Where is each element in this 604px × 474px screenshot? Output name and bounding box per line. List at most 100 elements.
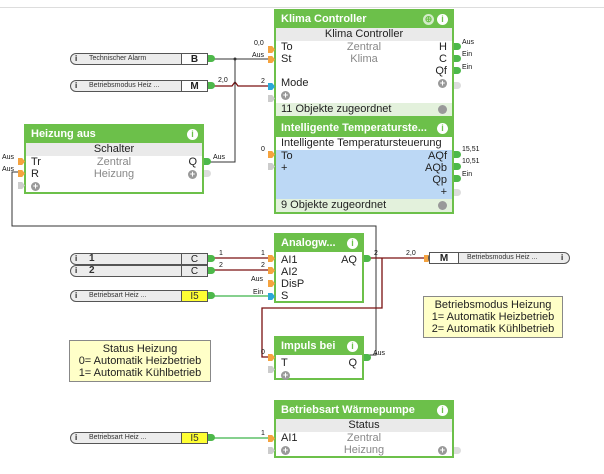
temperature-control-block[interactable]: Intelligente Temperaturste...i Intellige… (274, 118, 454, 214)
move-icon[interactable]: ⊕ (423, 14, 434, 25)
output-q: Q (348, 357, 357, 369)
block-title: Klima Controller (281, 13, 367, 25)
output-qf: Qf (435, 65, 447, 77)
pin-disp[interactable] (268, 280, 275, 287)
object-betriebsmodus[interactable]: i Betriebsmodus Heiz ... M (70, 80, 208, 92)
add-input-icon[interactable]: + (31, 181, 40, 191)
pin-qf[interactable] (454, 67, 461, 74)
info-icon[interactable]: i (75, 254, 78, 263)
note-line: 1= Automatik Heizbetrieb (431, 311, 555, 323)
object-constant-1[interactable]: i 1 C (70, 253, 208, 265)
pin-ai2[interactable] (268, 267, 275, 274)
add-input[interactable]: + (281, 162, 288, 174)
pin-q[interactable] (364, 354, 371, 361)
note-betriebsmodus[interactable]: Betriebsmodus Heizung 1= Automatik Heizb… (423, 296, 563, 338)
pin-t[interactable] (268, 354, 275, 361)
object-technischer-alarm[interactable]: i Technischer Alarm B (70, 53, 208, 65)
value-label: Ein (462, 51, 473, 58)
klima-controller-block[interactable]: Klima Controller ⊕ i Klima Controller To… (274, 9, 454, 118)
pin-aqb[interactable] (454, 163, 461, 170)
pin-in[interactable] (424, 255, 431, 262)
center-label: Heizung (93, 168, 135, 180)
info-icon[interactable]: i (75, 433, 78, 442)
info-icon[interactable]: i (75, 54, 78, 63)
value-label: Ein (462, 64, 473, 71)
pin-empty[interactable] (454, 189, 461, 196)
info-icon[interactable]: i (187, 129, 198, 140)
pin-out[interactable] (208, 82, 215, 89)
gear-icon[interactable] (438, 105, 447, 114)
pin-out[interactable] (208, 434, 215, 441)
pin-empty[interactable] (204, 170, 211, 177)
info-icon[interactable]: i (437, 405, 448, 416)
pin-to[interactable] (268, 151, 275, 158)
gear-icon[interactable] (438, 201, 447, 210)
pin-empty[interactable] (18, 182, 25, 189)
info-icon[interactable]: i (347, 341, 358, 352)
pin-empty[interactable] (268, 447, 275, 454)
pin-out[interactable] (208, 292, 215, 299)
pin-out[interactable] (208, 55, 215, 62)
add-output-icon[interactable]: + (438, 445, 447, 455)
pin-tr[interactable] (18, 158, 25, 165)
object-betriebsart-1[interactable]: i Betriebsart Heiz ... I5 (70, 290, 208, 302)
pin-qp[interactable] (454, 175, 461, 182)
input-ai1: AI1 (281, 432, 298, 444)
block-footer: 11 Objekte zugeordnet (281, 103, 392, 115)
pin-r[interactable] (18, 170, 25, 177)
value-label: 1 (261, 430, 265, 437)
value-label: 15,51 (462, 146, 480, 153)
pin-s[interactable] (268, 293, 275, 300)
add-output[interactable]: + (440, 186, 447, 198)
pin-aqf[interactable] (454, 151, 461, 158)
pin-ai1[interactable] (268, 435, 275, 442)
pin-out[interactable] (208, 267, 215, 274)
note-status-heizung[interactable]: Status Heizung 0= Automatik Heizbetrieb … (69, 340, 211, 382)
value-label: 2,0 (218, 77, 228, 84)
input-mode: Mode (281, 77, 309, 89)
block-subtitle: Klima Controller (276, 28, 452, 41)
info-icon[interactable]: i (75, 81, 78, 90)
info-icon[interactable]: i (561, 253, 564, 262)
object-name: Betriebsmodus Heiz ... (467, 254, 538, 261)
add-output-icon[interactable]: + (438, 78, 447, 88)
add-input-icon[interactable]: + (281, 445, 290, 455)
value-label: Ein (253, 289, 264, 296)
pin-aq[interactable] (364, 255, 371, 262)
pin-empty[interactable] (268, 366, 275, 373)
object-type: C (181, 253, 208, 265)
pin-st[interactable] (268, 56, 275, 63)
pin-ai1[interactable] (268, 255, 275, 262)
info-icon[interactable]: i (75, 291, 78, 300)
pin-q[interactable] (204, 158, 211, 165)
pin-empty[interactable] (268, 95, 275, 102)
pin-empty[interactable] (454, 447, 461, 454)
object-betriebsmodus-out[interactable]: M Betriebsmodus Heiz ... i (428, 252, 570, 264)
wire-heizung-q (207, 59, 236, 163)
center-label: Zentral (346, 41, 382, 53)
value-label: 2 (219, 262, 223, 269)
object-name: Technischer Alarm (89, 55, 147, 62)
info-icon[interactable]: i (347, 238, 358, 249)
info-icon[interactable]: i (75, 266, 78, 275)
object-constant-2[interactable]: i 2 C (70, 265, 208, 277)
pin-empty[interactable] (268, 163, 275, 170)
info-icon[interactable]: i (437, 123, 448, 134)
value-label: 0 (261, 349, 265, 356)
output-aq: AQ (341, 254, 357, 266)
pin-empty[interactable] (454, 82, 461, 89)
info-icon[interactable]: i (437, 14, 448, 25)
add-input-icon[interactable]: + (281, 90, 290, 100)
pin-c[interactable] (454, 55, 461, 62)
pin-out[interactable] (208, 255, 215, 262)
add-input-icon[interactable]: + (281, 370, 290, 380)
object-betriebsart-2[interactable]: i Betriebsart Heiz ... I5 (70, 432, 208, 444)
pin-h[interactable] (454, 43, 461, 50)
add-output-icon[interactable]: + (188, 169, 197, 179)
pin-to[interactable] (268, 46, 275, 53)
pin-mode[interactable] (268, 83, 275, 90)
